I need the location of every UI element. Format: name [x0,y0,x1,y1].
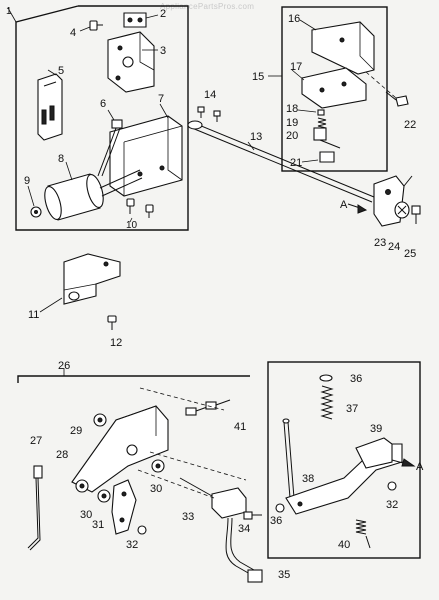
callout-17: 17 [290,61,302,73]
assembly-1-outline [15,5,189,231]
callout-7: 7 [158,93,164,105]
callout-39: 39 [370,423,382,435]
callout-18: 18 [286,103,298,115]
part-40-spring [355,519,371,549]
callout-6: 6 [100,98,106,110]
callout-32a: 32 [126,539,138,551]
assembly-26-bracket-line [17,375,250,383]
callout-10: 10 [126,220,138,231]
part-7-frame [109,103,183,197]
part-31-link [111,479,137,535]
callout-26: 26 [58,360,70,372]
part-34-screw [243,511,262,520]
callout-5: 5 [58,65,64,77]
callout-36a: 36 [350,373,362,385]
callout-4: 4 [70,27,76,39]
part-25-screw [411,205,421,224]
part-30-washers [97,459,165,503]
callout-2: 2 [160,8,166,20]
part-20-cap [313,127,341,149]
part-3-bracket [107,31,158,93]
leader-22 [365,71,397,99]
leader-41 [139,387,225,411]
part-10-screws [126,198,154,223]
callout-9: 9 [24,175,30,187]
watermark: AppliancePartsPros.com [160,2,255,11]
assembly-15-outline [281,6,388,172]
part-28-lever [71,405,169,493]
callout-15: 15 [252,71,264,83]
part-24-knob [394,201,410,219]
part-21-clip [301,151,335,163]
part-17-plate [291,67,367,109]
callout-37: 37 [346,403,358,415]
part-32-clips [137,481,397,535]
callout-11: 11 [28,309,39,321]
callout-33: 33 [182,511,194,523]
part-41-screws [185,399,231,416]
callout-1: 1 [6,6,12,17]
part-29-washer [93,413,107,427]
callout-20: 20 [286,130,298,142]
callout-36b: 36 [270,515,282,527]
part-39-actuator [285,437,403,515]
part-37-spring [320,385,334,420]
leader-1 [7,7,17,23]
assembly-35-outline [267,361,421,559]
part-11-bracket [39,253,121,313]
callout-16: 16 [288,13,300,25]
part-5-relay [37,69,63,141]
callout-25: 25 [404,248,416,260]
callout-12: 12 [110,337,122,349]
callout-27: 27 [30,435,42,447]
part-36-rings [275,374,333,513]
part-33-switch [179,477,263,583]
part-2-plate [123,12,159,28]
callout-14: 14 [204,89,216,101]
callout-23: 23 [374,237,386,249]
part-27-cable-tie [27,465,43,551]
callout-28: 28 [56,449,68,461]
callout-24: 24 [388,241,400,253]
callout-a-bottom: A [416,461,424,473]
callout-19: 19 [286,117,298,129]
part-23-bracket [373,175,413,227]
part-6-harness [97,109,123,177]
part-38-shaft [282,418,295,499]
part-13-rod [187,120,375,203]
part-19-spring [317,117,327,129]
part-14-screws [197,106,221,122]
arrow-a-bottom [391,458,416,467]
part-12-screw [107,315,117,330]
part-4-screw [79,20,103,32]
callout-13: 13 [250,131,262,143]
part-8-solenoid [44,161,143,221]
guide-line-2 [149,451,247,481]
callout-34: 34 [238,523,250,535]
arrow-a-top [347,203,368,214]
callout-32b: 32 [386,499,398,511]
callout-3: 3 [160,45,166,57]
callout-a-top: A [340,199,348,211]
part-18-screw [297,109,325,116]
callout-41: 41 [234,421,246,433]
callout-35: 35 [278,569,290,581]
callout-30a: 30 [150,483,162,495]
callout-30b: 30 [80,509,92,521]
callout-40: 40 [338,539,350,551]
callout-21: 21 [290,157,302,169]
callout-31: 31 [92,519,104,531]
callout-22: 22 [404,119,416,131]
callout-38: 38 [302,473,314,485]
callout-8: 8 [58,153,64,165]
part-9-clip [27,185,42,218]
part-16-plate [299,19,375,75]
part-22-screw [385,91,409,107]
callout-29: 29 [70,425,82,437]
